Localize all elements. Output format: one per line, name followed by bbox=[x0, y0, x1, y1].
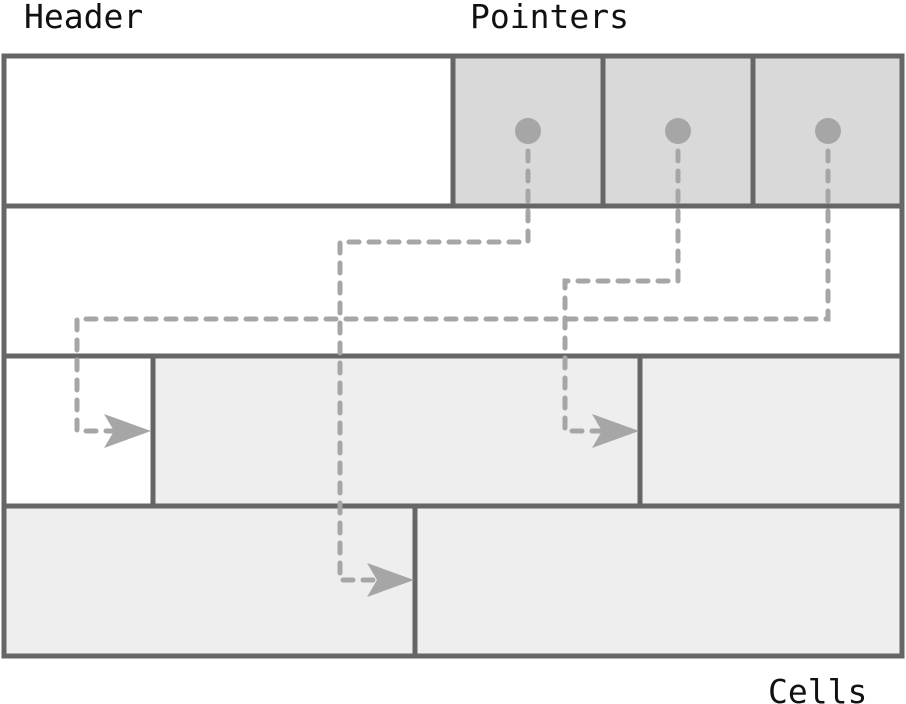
pointer-path-3 bbox=[74, 128, 831, 434]
pointer-path-1 bbox=[337, 128, 531, 583]
pointer-dot bbox=[515, 118, 541, 144]
pointers-label: Pointers bbox=[470, 0, 629, 36]
arrowhead bbox=[592, 414, 639, 448]
pointer-path-2 bbox=[562, 128, 681, 434]
pointer-dot bbox=[815, 118, 841, 144]
header-area bbox=[1, 53, 456, 209]
cell bbox=[637, 353, 905, 509]
header-label: Header bbox=[24, 0, 143, 36]
pointer-dot bbox=[665, 118, 691, 144]
cells-label: Cells bbox=[768, 672, 867, 704]
cell bbox=[412, 503, 905, 659]
arrowhead bbox=[104, 414, 151, 448]
arrowhead bbox=[367, 563, 414, 597]
free-space bbox=[1, 203, 905, 359]
